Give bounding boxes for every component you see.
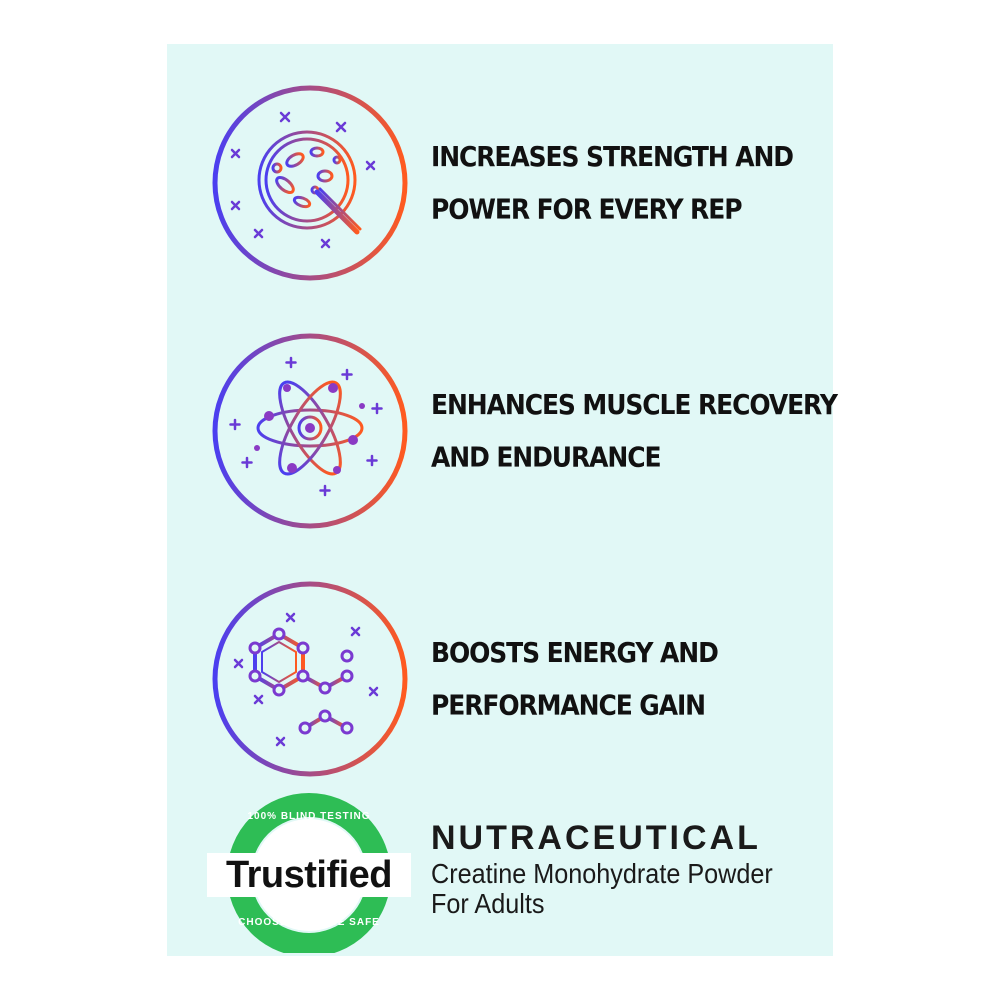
benefit-line: PERFORMANCE GAIN [431,688,706,722]
benefit-line: AND ENDURANCE [431,440,662,474]
benefit-line: BOOSTS ENERGY AND [431,636,719,669]
benefit-line: INCREASES STRENGTH AND [431,140,794,173]
molecule-icon [207,576,413,782]
badge-top-text: 100% BLIND TESTING [247,811,371,822]
petri-dish-icon [207,80,413,286]
benefit-line: ENHANCES MUSCLE RECOVERY [431,388,838,421]
product-line-1: Creatine Monohydrate Powder [431,858,773,889]
badge-bottom-text: CHOOSE SAFE. BE SAFE [238,917,380,928]
benefit-line: POWER FOR EVERY REP [431,192,743,226]
benefit-text: BOOSTS ENERGY AND PERFORMANCE GAIN [431,626,831,731]
benefit-text: INCREASES STRENGTH AND POWER FOR EVERY R… [431,130,831,235]
brand-name: NUTRACEUTICAL [431,819,761,857]
atom-icon [207,328,413,534]
badge-name: Trustified [225,854,393,896]
product-line-2: For Adults [431,888,545,919]
trustified-badge: 100% BLIND TESTING Trustified CHOOSE SAF… [205,793,413,953]
benefit-text: ENHANCES MUSCLE RECOVERY AND ENDURANCE [431,378,838,483]
